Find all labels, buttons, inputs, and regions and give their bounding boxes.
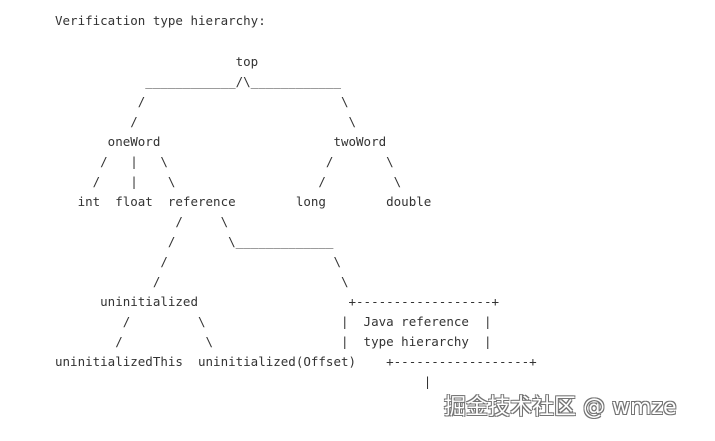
diagram-line-top-slashes-2: / \ [55,114,357,129]
diagram-line-top-branches: ____________/\____________ [55,74,341,89]
diagram-line-box-connector: | [55,374,432,389]
diagram-line-top: top [55,54,259,69]
diagram-line-box-java-reference: / \ | Java reference | [55,314,492,329]
document-title: Verification type hierarchy: [55,13,266,28]
diagram-line-reference-branches: / \ [55,214,229,229]
diagram-line-uninitialized-children-and-box-bottom: uninitializedThis uninitialized(Offset) … [55,354,537,369]
diagram-line-reference-slashes-2: / \ [55,274,349,289]
diagram-line-primitive-types: int float reference long double [55,194,432,209]
diagram-line-oneword-twoword: oneWord twoWord [55,134,387,149]
diagram-line-uninitialized-and-box-top: uninitialized +------------------+ [55,294,500,309]
diagram-line-top-slashes-1: / \ [55,94,349,109]
diagram-line-box-type-hierarchy: / \ | type hierarchy | [55,334,492,349]
diagram-line-branch-set-1: / | \ / \ [55,154,394,169]
diagram-line-branch-set-2: / | \ / \ [55,174,402,189]
diagram-line-reference-slashes-1: / \ [55,254,341,269]
diagram-line-reference-split: / \_____________ [55,234,334,249]
watermark-text: 掘金技术社区 @ wmze [444,395,677,420]
